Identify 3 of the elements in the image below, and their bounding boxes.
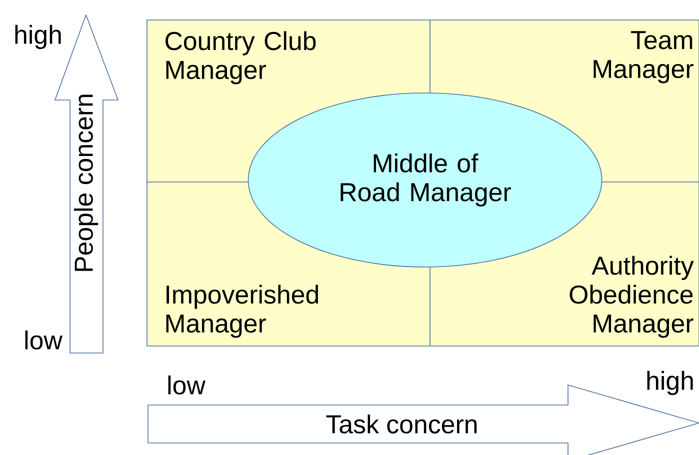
quadrant-label: Impoverished Manager (166, 284, 318, 338)
quadrant-label: Team Manager (594, 31, 694, 84)
quadrant-label: Country Club Manager (166, 31, 316, 84)
